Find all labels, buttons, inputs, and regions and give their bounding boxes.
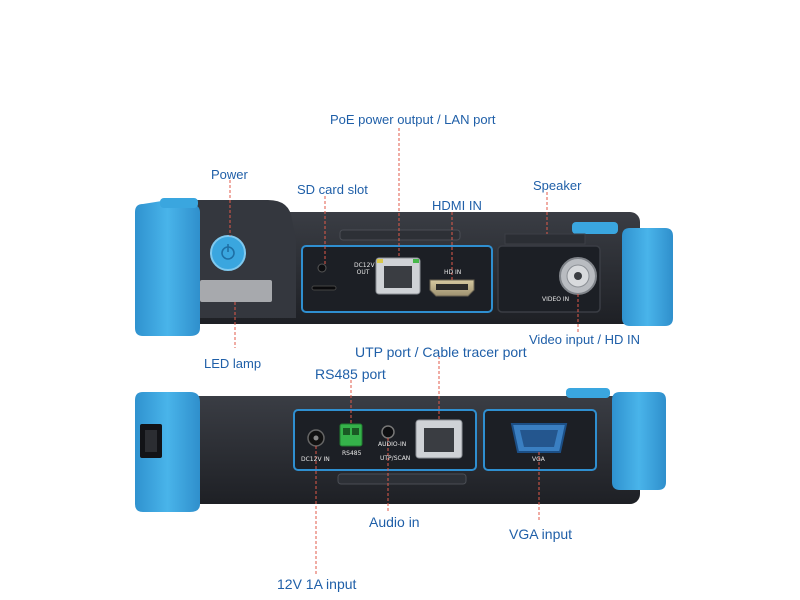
bottom-right-bumper — [612, 392, 666, 490]
hdmi-port-inner — [436, 284, 468, 290]
utp-port-inner — [424, 428, 454, 452]
panel-text-dc12v-in: DC12V IN — [301, 456, 330, 463]
label-power: Power — [211, 167, 248, 182]
bottom-right-bumper-lip — [566, 388, 610, 398]
top-left-bumper — [135, 200, 200, 336]
top-device-view — [135, 198, 673, 336]
label-sd-card: SD card slot — [297, 182, 368, 197]
leader-lines — [229, 128, 579, 574]
label-video-input: Video input / HD IN — [529, 332, 641, 347]
panel-text-vga: VGA — [532, 456, 545, 463]
panel-text-audio-in: AUDIO-IN — [378, 441, 407, 448]
label-vga-input: VGA input — [509, 526, 573, 542]
bottom-left-bumper — [135, 392, 200, 512]
lan-port-inner — [384, 266, 412, 288]
top-clip-bar — [339, 229, 461, 241]
top-left-bumper-lip — [160, 198, 198, 208]
sd-card-slot — [311, 285, 337, 291]
bnc-pin — [574, 272, 582, 280]
dc-jack-pin — [313, 435, 319, 441]
top-right-bumper — [622, 228, 673, 326]
bottom-clip-bar — [337, 473, 467, 485]
label-poe-lan: PoE power output / LAN port — [330, 112, 496, 127]
label-hdmi-in: HDMI IN — [432, 198, 482, 213]
top-right-bumper-lip — [572, 222, 618, 234]
panel-text-utp-scan: UTP/SCAN — [380, 455, 411, 462]
label-led-lamp: LED lamp — [204, 356, 262, 371]
power-button[interactable] — [210, 235, 246, 271]
rs485-screw-2 — [352, 428, 359, 435]
panel-text-rs485: RS485 — [342, 450, 362, 457]
panel-text-hd-in: HD IN — [444, 269, 462, 276]
bottom-device-view — [135, 388, 666, 512]
label-dc-input: 12V 1A input — [277, 576, 357, 592]
lan-port-led-right — [413, 259, 419, 263]
vga-connector-inner — [520, 430, 558, 447]
label-audio-in: Audio in — [369, 514, 420, 530]
bottom-notch-inner — [145, 430, 157, 452]
panel-text-dc12v-out: DC12V OUT — [354, 262, 375, 276]
rs485-screw-1 — [343, 428, 350, 435]
sd-led-dot — [317, 263, 327, 273]
label-rs485-port: RS485 port — [315, 366, 386, 382]
led-lamp-window — [200, 280, 272, 302]
label-utp-port: UTP port / Cable tracer port — [355, 344, 527, 360]
panel-text-video-in: VIDEO IN — [542, 296, 570, 303]
label-speaker: Speaker — [533, 178, 582, 193]
audio-jack — [381, 425, 395, 439]
speaker-grille — [504, 233, 586, 245]
lan-port-led-left — [377, 259, 383, 263]
